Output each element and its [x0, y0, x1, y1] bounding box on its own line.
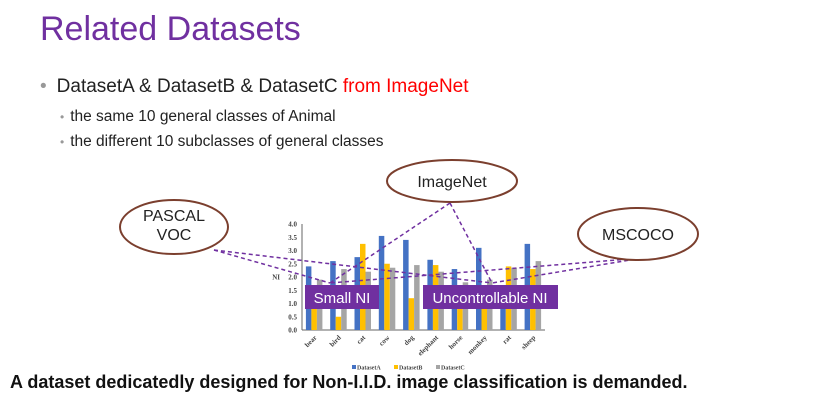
bullet-main: •DatasetA & DatasetB & DatasetC from Ima…: [40, 76, 469, 97]
bar-DatasetA-rat: [500, 290, 506, 330]
bullet-highlight: from ImageNet: [342, 76, 469, 97]
connector-line: [213, 249, 331, 284]
y-tick-label: 1.5: [288, 287, 297, 295]
conclusion: A dataset dedicatedly designed for Non-I…: [10, 372, 688, 392]
x-tick-label: horse: [447, 334, 464, 351]
connector-line: [213, 249, 493, 284]
small-ni-text: Small NI: [314, 290, 371, 307]
slide-title: Related Datasets: [40, 10, 301, 48]
legend-label: DatasetB: [399, 366, 422, 372]
legend-swatch: [436, 365, 440, 369]
bar-DatasetC-cow: [389, 267, 396, 330]
source-label: MSCOCO: [602, 227, 674, 244]
small-ni-label: Small NI: [305, 285, 379, 309]
bar-DatasetB-bird: [335, 316, 342, 330]
x-tick-label: sheep: [520, 334, 538, 352]
sub-bullet-text: the different 10 subclasses of general c…: [70, 133, 384, 150]
y-tick-label: 0.5: [288, 313, 297, 321]
uncontrollable-ni-text: Uncontrollable NI: [432, 290, 547, 307]
bar-DatasetB-horse: [457, 290, 463, 330]
source-label: ImageNet: [417, 174, 487, 191]
connector-line: [449, 202, 493, 284]
y-tick-label: 1.0: [288, 300, 297, 308]
bar-DatasetB-monkey: [481, 290, 487, 330]
bar-DatasetB-dog: [408, 298, 415, 330]
y-tick-label: 4.0: [288, 221, 297, 229]
bar-DatasetA-dog: [403, 239, 409, 330]
connector-lines: [213, 202, 643, 284]
connector-line: [329, 257, 643, 284]
legend-label: DatasetC: [441, 366, 465, 372]
source-label: PASCAL: [143, 208, 205, 225]
x-tick-label: elephant: [416, 333, 440, 357]
x-tick-label: bird: [328, 334, 343, 349]
source-label: VOC: [157, 227, 192, 244]
x-tick-label: cat: [355, 333, 367, 345]
y-tick-label: 3.5: [288, 234, 297, 242]
y-tick-label: 0.0: [288, 327, 297, 335]
sub-bullet-text: the same 10 general classes of Animal: [70, 108, 336, 125]
legend-label: DatasetA: [357, 366, 381, 372]
source-pascal-voc: PASCAL VOC: [119, 199, 229, 255]
y-tick-label: 2.0: [288, 274, 297, 282]
bullet-text: DatasetA & DatasetB & DatasetC: [56, 76, 343, 97]
sub-bullet: •the different 10 subclasses of general …: [60, 133, 384, 150]
connector-line: [491, 257, 643, 284]
bar-DatasetB-cow: [384, 263, 390, 330]
y-axis-label: NI: [272, 274, 280, 282]
uncontrollable-ni-label: Uncontrollable NI: [423, 285, 558, 309]
legend-swatch: [394, 365, 398, 369]
sub-bullet: •the same 10 general classes of Animal: [60, 108, 336, 125]
bar-DatasetA-cow: [378, 235, 385, 330]
bar-DatasetC-dog: [414, 265, 420, 330]
y-tick-label: 2.5: [288, 260, 297, 268]
connector-line: [329, 202, 451, 284]
legend-swatch: [352, 365, 356, 369]
x-tick-label: monkey: [466, 333, 489, 356]
x-tick-label: dog: [402, 333, 416, 347]
bar-DatasetB-bear: [311, 290, 317, 330]
source-mscoco: MSCOCO: [577, 207, 699, 261]
x-tick-label: rat: [501, 333, 513, 345]
source-imagenet: ImageNet: [386, 159, 518, 203]
x-tick-label: cow: [378, 333, 393, 348]
y-tick-label: 3.0: [288, 247, 297, 255]
x-tick-label: bear: [303, 334, 318, 349]
